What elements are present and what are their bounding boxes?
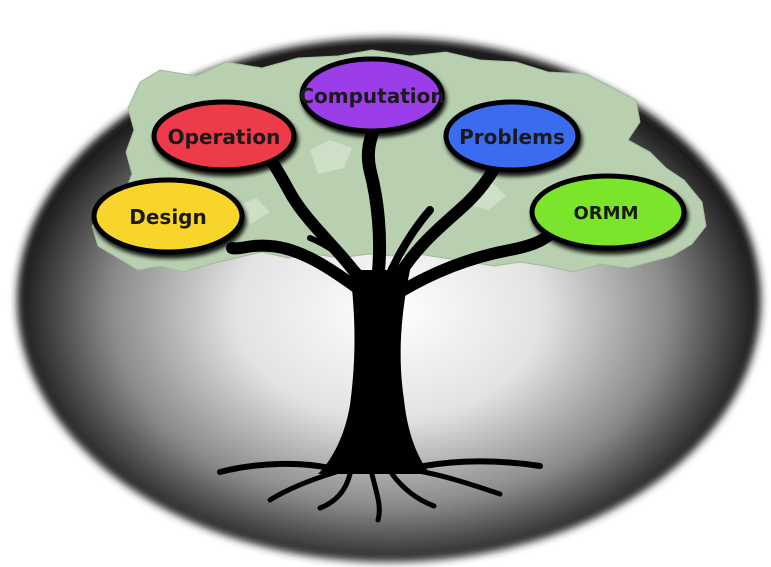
node-operation: Operation [151, 99, 297, 173]
node-label: Operation [168, 125, 281, 149]
node-label: Computation [299, 84, 444, 108]
node-oval [91, 177, 245, 255]
node-oval [299, 56, 445, 134]
node-ormm: ORMM [529, 173, 687, 251]
node-design: Design [91, 177, 245, 255]
node-oval [529, 173, 687, 251]
node-problems: Problems [443, 99, 581, 173]
node-computation: Computation [299, 56, 445, 134]
node-label: ORMM [574, 203, 639, 224]
node-label: Design [129, 205, 206, 229]
tree-icon [217, 121, 554, 523]
node-oval [151, 99, 297, 173]
node-oval [443, 99, 581, 173]
node-label: Problems [459, 125, 565, 149]
